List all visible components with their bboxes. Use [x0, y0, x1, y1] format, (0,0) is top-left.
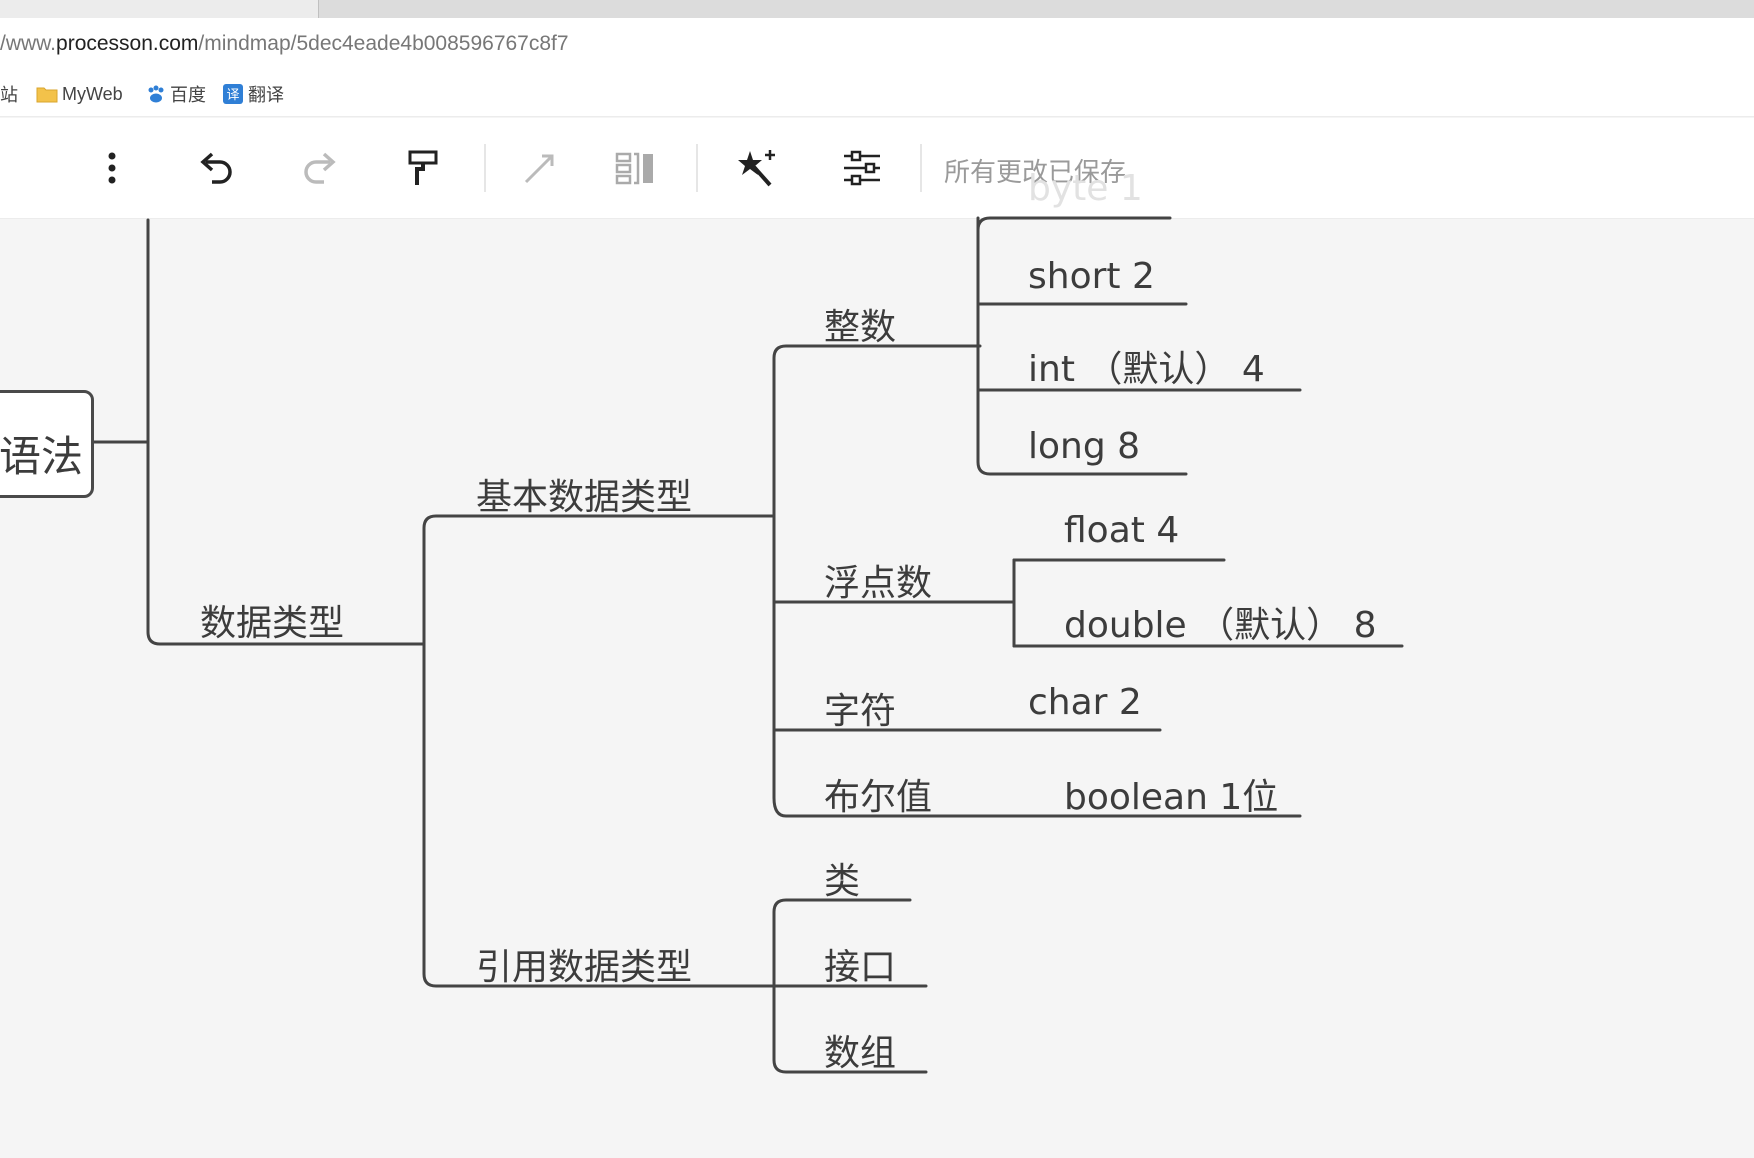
url-text[interactable]: /www.processon.com/mindmap/5dec4eade4b00…: [0, 32, 569, 55]
node-integer[interactable]: 整数: [824, 307, 897, 348]
node-floating[interactable]: 浮点数: [824, 563, 933, 604]
node-data-types[interactable]: 数据类型: [200, 603, 345, 644]
root-label: 语法: [0, 432, 84, 481]
node-boolean[interactable]: boolean 1位: [1064, 777, 1279, 818]
node-byte[interactable]: byte 1: [1028, 168, 1143, 209]
node-class[interactable]: 类: [824, 861, 861, 902]
connector-long: [976, 216, 1188, 476]
magic-button[interactable]: [736, 146, 780, 190]
connector-trunk: [146, 218, 426, 646]
connector-integer: [772, 344, 978, 518]
browser-tab[interactable]: [0, 0, 319, 18]
connector-byte: [976, 216, 1172, 232]
node-float[interactable]: float 4: [1064, 510, 1180, 551]
arrow-line-icon: [524, 154, 554, 184]
node-array[interactable]: 数组: [824, 1033, 897, 1074]
redo-button[interactable]: [298, 146, 342, 190]
undo-button[interactable]: [194, 146, 238, 190]
structure-icon: [844, 150, 880, 186]
layout-button[interactable]: [840, 146, 884, 190]
node-int[interactable]: int （默认） 4: [1028, 349, 1265, 390]
node-basic-types[interactable]: 基本数据类型: [476, 477, 693, 518]
summary-bracket-icon: [615, 152, 653, 185]
editor-toolbar: 所有更改已保存: [0, 118, 1754, 219]
address-bar[interactable]: /www.processon.com/mindmap/5dec4eade4b00…: [0, 18, 1754, 73]
translate-icon: 译: [223, 84, 243, 104]
node-char[interactable]: char 2: [1028, 682, 1142, 723]
toolbar-divider: [920, 144, 922, 192]
node-double[interactable]: double （默认） 8: [1064, 605, 1377, 646]
bookmark-translate[interactable]: 译 翻译: [222, 82, 284, 106]
bookmark-bar: 站 MyWeb 百度 译 翻译: [0, 72, 1754, 117]
bookmark-label: 翻译: [248, 85, 284, 105]
connector-array: [772, 984, 928, 1074]
format-painter-button[interactable]: [402, 146, 446, 190]
more-options-button[interactable]: [90, 146, 134, 190]
bookmark-myweb[interactable]: MyWeb: [36, 82, 123, 106]
node-reference-types[interactable]: 引用数据类型: [476, 947, 693, 988]
connector-button[interactable]: [518, 146, 562, 190]
bookmark-label: 百度: [170, 85, 206, 105]
bookmark-label: MyWeb: [62, 83, 123, 104]
summary-button[interactable]: [614, 146, 658, 190]
magic-wand-icon: [738, 150, 775, 187]
node-short[interactable]: short 2: [1028, 256, 1155, 297]
folder-icon: [36, 87, 58, 103]
connector-spine: [772, 514, 1302, 818]
undo-icon: [200, 152, 232, 184]
bookmark-baidu[interactable]: 百度: [146, 82, 206, 106]
redo-icon: [304, 152, 336, 184]
vertical-dots-icon: [108, 152, 116, 184]
bookmark-label: 站: [0, 85, 18, 105]
connector-reference: [422, 642, 776, 988]
node-character[interactable]: 字符: [824, 691, 897, 732]
svg-text:译: 译: [226, 88, 239, 103]
root-node[interactable]: 语法: [0, 390, 94, 498]
connector-basic: [422, 514, 776, 646]
baidu-paw-icon: [148, 85, 164, 103]
bookmark-site[interactable]: 站: [0, 82, 18, 106]
toolbar-divider: [484, 144, 486, 192]
node-long[interactable]: long 8: [1028, 426, 1141, 467]
save-status: 所有更改已保存: [944, 158, 1127, 188]
node-boolean-label[interactable]: 布尔值: [824, 777, 933, 818]
connector-class: [772, 898, 912, 988]
toolbar-divider: [696, 144, 698, 192]
format-painter-icon: [408, 150, 438, 185]
node-interface[interactable]: 接口: [824, 947, 897, 988]
